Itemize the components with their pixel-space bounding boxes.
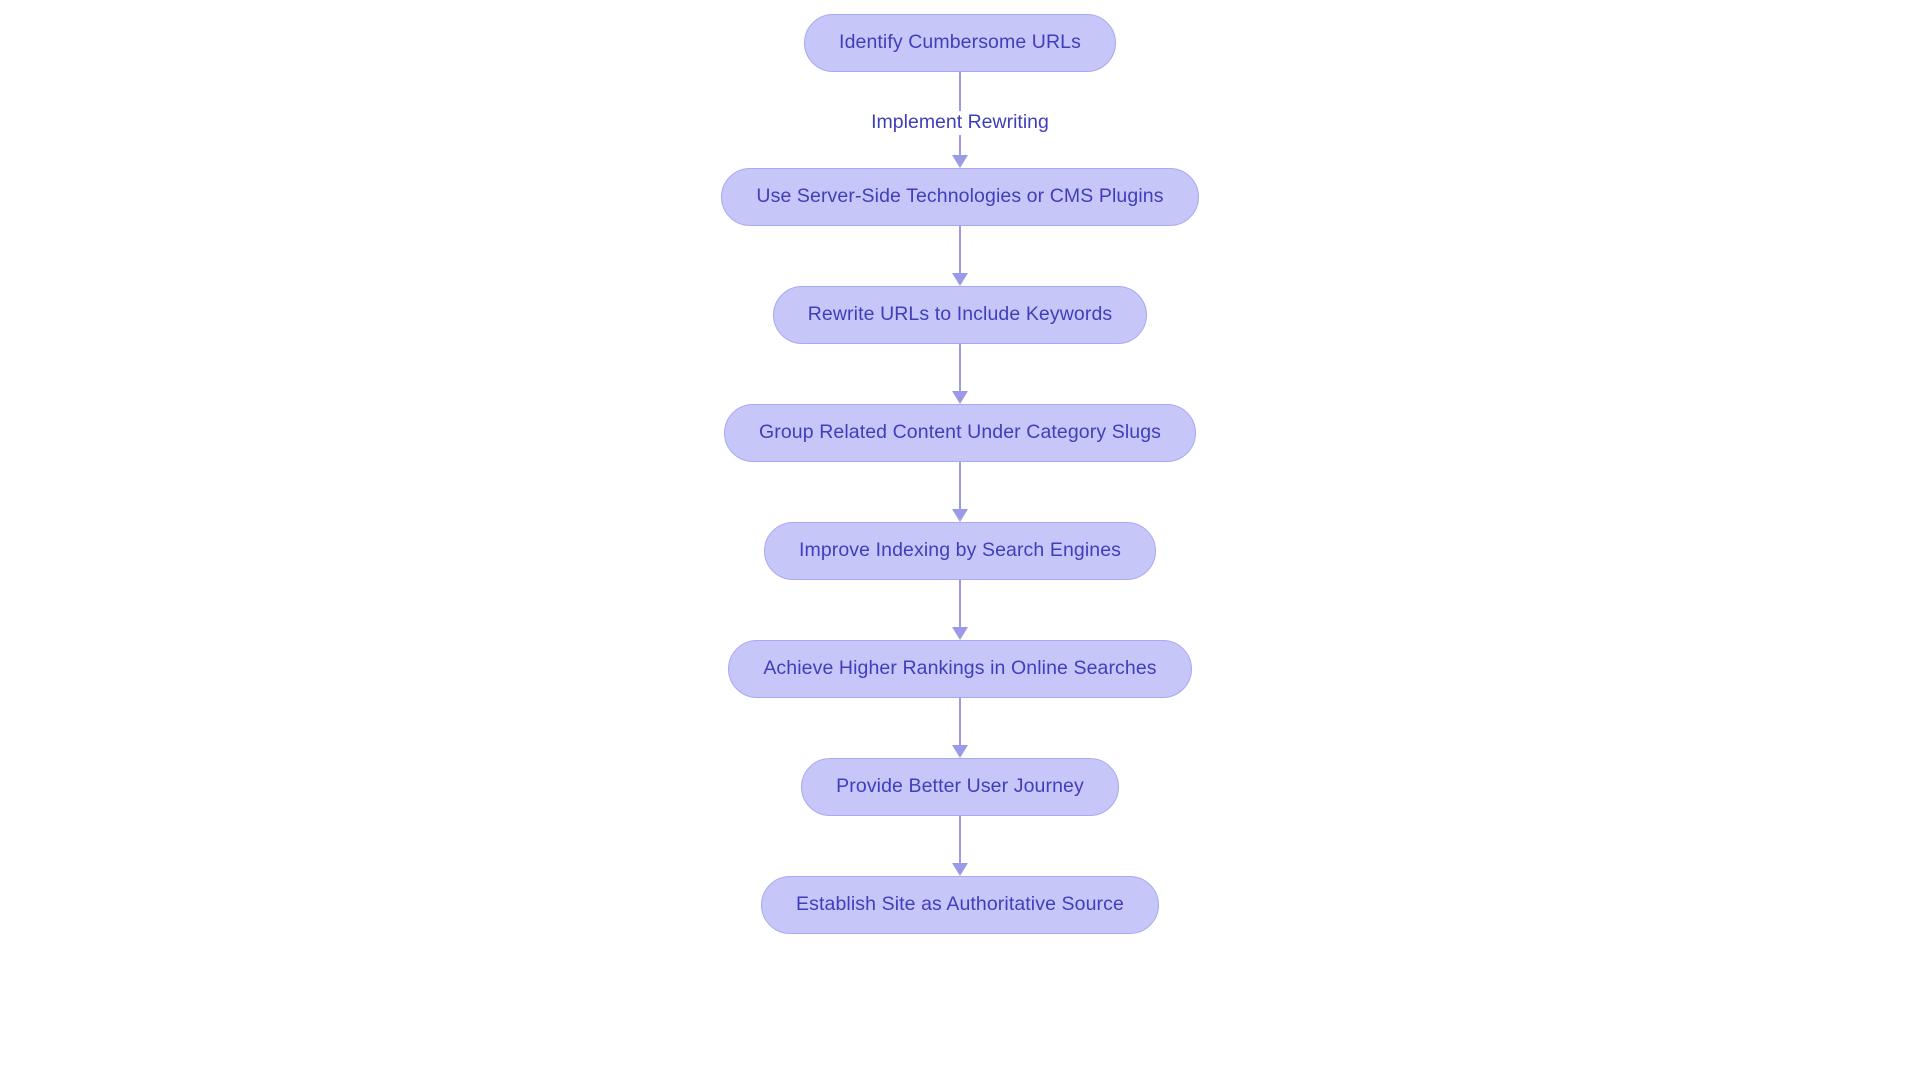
flow-edge-e6 — [940, 698, 980, 758]
flow-node-n7[interactable]: Provide Better User Journey — [801, 758, 1119, 816]
flow-edge-arrow-icon — [952, 462, 968, 522]
flow-node-label: Establish Site as Authoritative Source — [796, 893, 1124, 916]
flow-node-label: Use Server-Side Technologies or CMS Plug… — [756, 185, 1164, 208]
flow-edge-e2 — [940, 226, 980, 286]
flow-node-n5[interactable]: Improve Indexing by Search Engines — [763, 522, 1157, 580]
flow-edge-arrow-icon — [952, 580, 968, 640]
flow-node-label: Improve Indexing by Search Engines — [798, 539, 1122, 562]
flow-node-label: Identify Cumbersome URLs — [839, 31, 1081, 54]
flow-edge-e4 — [940, 462, 980, 522]
flow-node-n6[interactable]: Achieve Higher Rankings in Online Search… — [728, 640, 1192, 698]
flow-edge-arrow-icon — [952, 816, 968, 876]
flow-edge-arrow-icon — [952, 344, 968, 404]
flow-node-label: Group Related Content Under Category Slu… — [758, 421, 1161, 444]
flow-edge-e3 — [940, 344, 980, 404]
flow-edge-label: Implement Rewriting — [865, 111, 1055, 135]
flow-node-n2[interactable]: Use Server-Side Technologies or CMS Plug… — [721, 168, 1199, 226]
flow-edge-arrow-icon — [952, 226, 968, 286]
flow-node-n1[interactable]: Identify Cumbersome URLs — [804, 14, 1116, 72]
flow-node-n8[interactable]: Establish Site as Authoritative Source — [761, 876, 1159, 934]
flow-node-label: Rewrite URLs to Include Keywords — [807, 303, 1113, 326]
flow-edge-e5 — [940, 580, 980, 640]
flow-node-n4[interactable]: Group Related Content Under Category Slu… — [723, 404, 1196, 462]
flow-edge-e7 — [940, 816, 980, 876]
flow-node-n3[interactable]: Rewrite URLs to Include Keywords — [772, 286, 1148, 344]
flow-edge-arrow-icon — [952, 698, 968, 758]
flow-edge-e1: Implement Rewriting — [865, 72, 1055, 168]
flow-node-label: Achieve Higher Rankings in Online Search… — [763, 657, 1157, 680]
flow-node-label: Provide Better User Journey — [836, 775, 1084, 798]
